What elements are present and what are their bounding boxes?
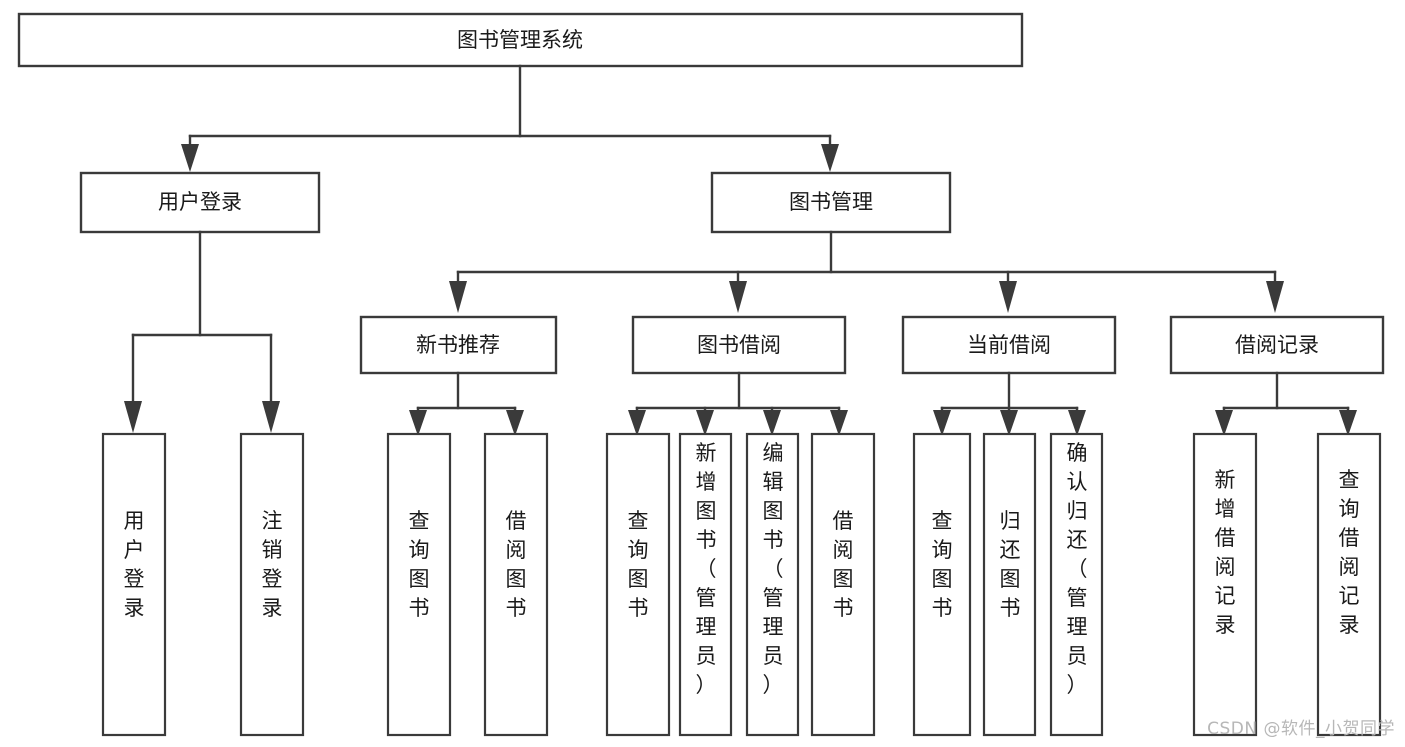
node-current-borrow-box[interactable]	[901, 315, 1117, 375]
node-book-borrow-label: 图书借阅	[697, 333, 781, 357]
node-current-borrow-label: 当前借阅	[967, 333, 1051, 357]
connector-book-manage-children	[449, 230, 1284, 313]
connector-new-book-rec-children	[409, 371, 524, 436]
node-book-borrow-box[interactable]	[631, 315, 847, 375]
arrow-head-icon	[696, 410, 714, 436]
node-leaf-user-logout[interactable]: 注销登录	[239, 432, 305, 737]
node-leaf-add-book-label: 新增图书（管理员）	[696, 441, 717, 697]
node-leaf-add-book-box[interactable]	[678, 432, 733, 737]
node-leaf-query-book-1-label: 查询图书	[409, 509, 430, 620]
arrow-head-icon	[933, 410, 951, 436]
node-leaf-query-book-1-box[interactable]	[386, 432, 452, 737]
node-leaf-borrow-book-1-label: 借阅图书	[506, 509, 527, 620]
node-leaf-query-record[interactable]: 查询借阅记录	[1316, 432, 1382, 737]
node-leaf-borrow-book-1[interactable]: 借阅图书	[483, 432, 549, 737]
node-leaf-user-logout-box[interactable]	[239, 432, 305, 737]
node-leaf-borrow-book-1-box[interactable]	[483, 432, 549, 737]
node-leaf-query-record-box[interactable]	[1316, 432, 1382, 737]
watermark-text: CSDN @软件_小贺同学	[1207, 719, 1395, 739]
node-current-borrow[interactable]: 当前借阅	[901, 315, 1117, 375]
node-leaf-query-book-3-box[interactable]	[912, 432, 972, 737]
node-leaf-add-record[interactable]: 新增借阅记录	[1192, 432, 1258, 737]
node-new-book-rec[interactable]: 新书推荐	[359, 315, 558, 375]
node-leaf-edit-book-box[interactable]	[745, 432, 800, 737]
node-leaf-user-login[interactable]: 用户登录	[101, 432, 167, 737]
node-leaf-add-book[interactable]: 新增图书（管理员）	[678, 432, 733, 737]
node-leaf-return-book-label: 归还图书	[1000, 509, 1021, 620]
node-leaf-confirm-return-label: 确认归还（管理员）	[1067, 441, 1088, 697]
connector-current-borrow-children	[933, 371, 1086, 436]
arrow-head-icon	[181, 144, 199, 172]
arrow-head-icon	[830, 410, 848, 436]
node-leaf-query-book-2-box[interactable]	[605, 432, 671, 737]
node-leaf-user-login-label: 用户登录	[124, 509, 145, 620]
node-leaf-query-book-1[interactable]: 查询图书	[386, 432, 452, 737]
arrow-head-icon	[262, 401, 280, 433]
arrow-head-icon	[506, 410, 524, 436]
node-leaf-user-logout-label: 注销登录	[262, 509, 283, 620]
node-leaf-borrow-book-2-label: 借阅图书	[833, 509, 854, 620]
node-leaf-add-record-box[interactable]	[1192, 432, 1258, 737]
node-root-box[interactable]	[17, 12, 1024, 68]
node-book-manage-box[interactable]	[710, 171, 952, 234]
arrow-head-icon	[1339, 410, 1357, 436]
node-leaf-return-book-box[interactable]	[982, 432, 1037, 737]
arrow-head-icon	[449, 281, 467, 313]
node-leaf-edit-book-label: 编辑图书（管理员）	[763, 441, 784, 697]
node-leaf-confirm-return-box[interactable]	[1049, 432, 1104, 737]
connector-root-bus	[181, 64, 839, 172]
connector-borrow-record-children	[1215, 371, 1357, 436]
arrow-head-icon	[763, 410, 781, 436]
arrow-head-icon	[409, 410, 427, 436]
node-book-manage[interactable]: 图书管理	[710, 171, 952, 234]
node-new-book-rec-box[interactable]	[359, 315, 558, 375]
node-leaf-return-book[interactable]: 归还图书	[982, 432, 1037, 737]
node-leaf-confirm-return[interactable]: 确认归还（管理员）	[1049, 432, 1104, 737]
arrow-head-icon	[1000, 410, 1018, 436]
node-leaf-add-record-label: 新增借阅记录	[1215, 468, 1236, 637]
arrow-head-icon	[628, 410, 646, 436]
node-leaf-query-book-2[interactable]: 查询图书	[605, 432, 671, 737]
arrow-head-icon	[124, 401, 142, 433]
node-leaf-borrow-book-2-box[interactable]	[810, 432, 876, 737]
arrow-head-icon	[1215, 410, 1233, 436]
node-borrow-record-label: 借阅记录	[1235, 333, 1319, 357]
arrow-head-icon	[1266, 281, 1284, 313]
node-root-label: 图书管理系统	[457, 28, 583, 52]
node-leaf-query-book-3[interactable]: 查询图书	[912, 432, 972, 737]
node-book-borrow[interactable]: 图书借阅	[631, 315, 847, 375]
arrow-head-icon	[821, 144, 839, 172]
node-leaf-user-login-box[interactable]	[101, 432, 167, 737]
arrow-head-icon	[729, 281, 747, 313]
node-leaf-query-book-2-label: 查询图书	[628, 509, 649, 620]
arrow-head-icon	[1068, 410, 1086, 436]
node-user-login-label: 用户登录	[158, 190, 242, 214]
node-borrow-record[interactable]: 借阅记录	[1169, 315, 1385, 375]
node-root[interactable]: 图书管理系统	[17, 12, 1024, 68]
node-leaf-borrow-book-2[interactable]: 借阅图书	[810, 432, 876, 737]
node-leaf-query-book-3-label: 查询图书	[932, 509, 953, 620]
node-user-login[interactable]: 用户登录	[79, 171, 321, 234]
connector-book-borrow-children	[628, 371, 848, 436]
arrow-head-icon	[999, 281, 1017, 313]
node-leaf-query-record-label: 查询借阅记录	[1339, 468, 1360, 637]
node-new-book-rec-label: 新书推荐	[416, 333, 500, 357]
node-borrow-record-box[interactable]	[1169, 315, 1385, 375]
node-leaf-edit-book[interactable]: 编辑图书（管理员）	[745, 432, 800, 737]
node-book-manage-label: 图书管理	[789, 190, 873, 214]
connector-user-login-children	[124, 230, 280, 433]
